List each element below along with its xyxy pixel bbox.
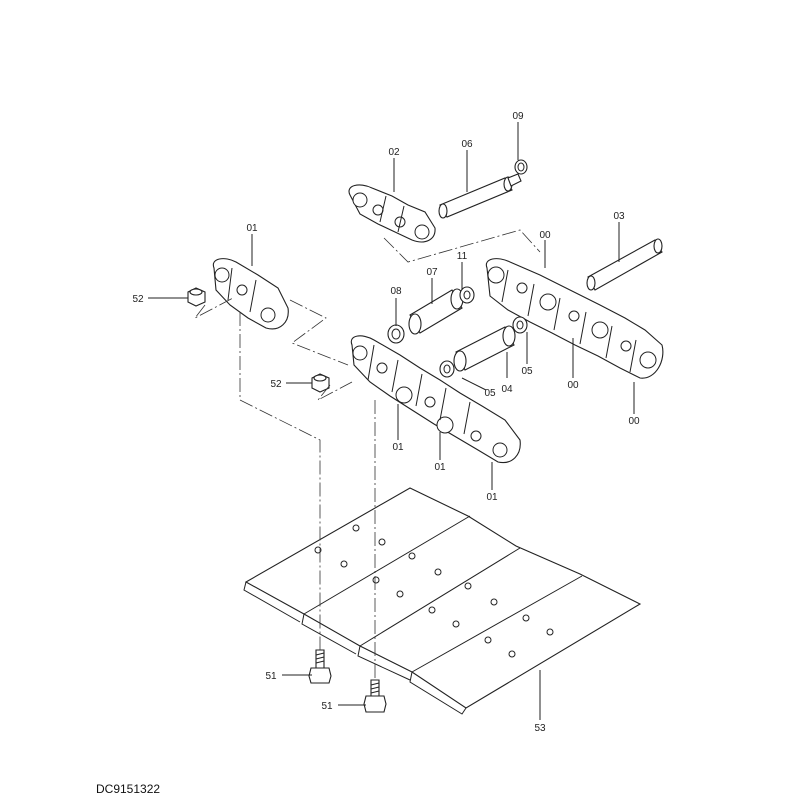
shoe-bolt-holes (314, 524, 554, 658)
callout-00-mid: 00 (567, 380, 579, 391)
callout-07: 07 (426, 267, 438, 278)
callout-01-left: 01 (392, 442, 404, 453)
callout-05-right: 05 (521, 366, 533, 377)
bolt-51-right (363, 679, 387, 713)
track-shoe-53 (243, 487, 642, 715)
callout-00-bottom: 00 (628, 416, 640, 427)
pin-03 (586, 238, 663, 291)
callout-11: 11 (457, 251, 468, 262)
callout-06: 06 (461, 139, 473, 150)
nut-52-right (311, 373, 330, 393)
snap-ring-09 (514, 159, 528, 175)
callout-00-top: 00 (539, 230, 551, 241)
callout-51-left: 51 (265, 671, 277, 682)
callout-01-mid: 01 (434, 462, 446, 473)
drawing-code: DC9151322 (96, 782, 160, 796)
callout-02: 02 (388, 147, 400, 158)
callout-01-top: 01 (246, 223, 258, 234)
seal-11 (459, 286, 475, 304)
nut-52-left (187, 287, 206, 307)
callout-51-right: 51 (321, 701, 333, 712)
bushing-07 (408, 288, 464, 335)
callout-05-left: 05 (484, 388, 496, 399)
bolt-51-left (308, 649, 332, 684)
link-assembly-00 (485, 258, 664, 379)
assembly-guide-lines (194, 229, 541, 680)
leader-lines (148, 122, 635, 720)
callout-03: 03 (613, 211, 625, 222)
callout-01-right: 01 (486, 492, 498, 503)
seal-05-left (439, 360, 455, 378)
callout-08: 08 (390, 286, 402, 297)
link-assembly-01 (350, 335, 521, 464)
callout-53: 53 (534, 723, 546, 734)
master-link-02 (348, 184, 436, 243)
seal-08 (387, 324, 405, 344)
seal-05-right (512, 316, 528, 334)
callout-52-right: 52 (270, 379, 282, 390)
callout-04: 04 (501, 384, 513, 395)
link-01-single (212, 258, 289, 330)
master-pin-06 (438, 173, 522, 219)
callout-52-left: 52 (132, 294, 144, 305)
callout-09: 09 (512, 111, 524, 122)
callout-labels: 02 06 09 03 00 01 52 08 07 11 05 04 05 0… (132, 111, 640, 734)
bushing-04 (453, 325, 516, 372)
